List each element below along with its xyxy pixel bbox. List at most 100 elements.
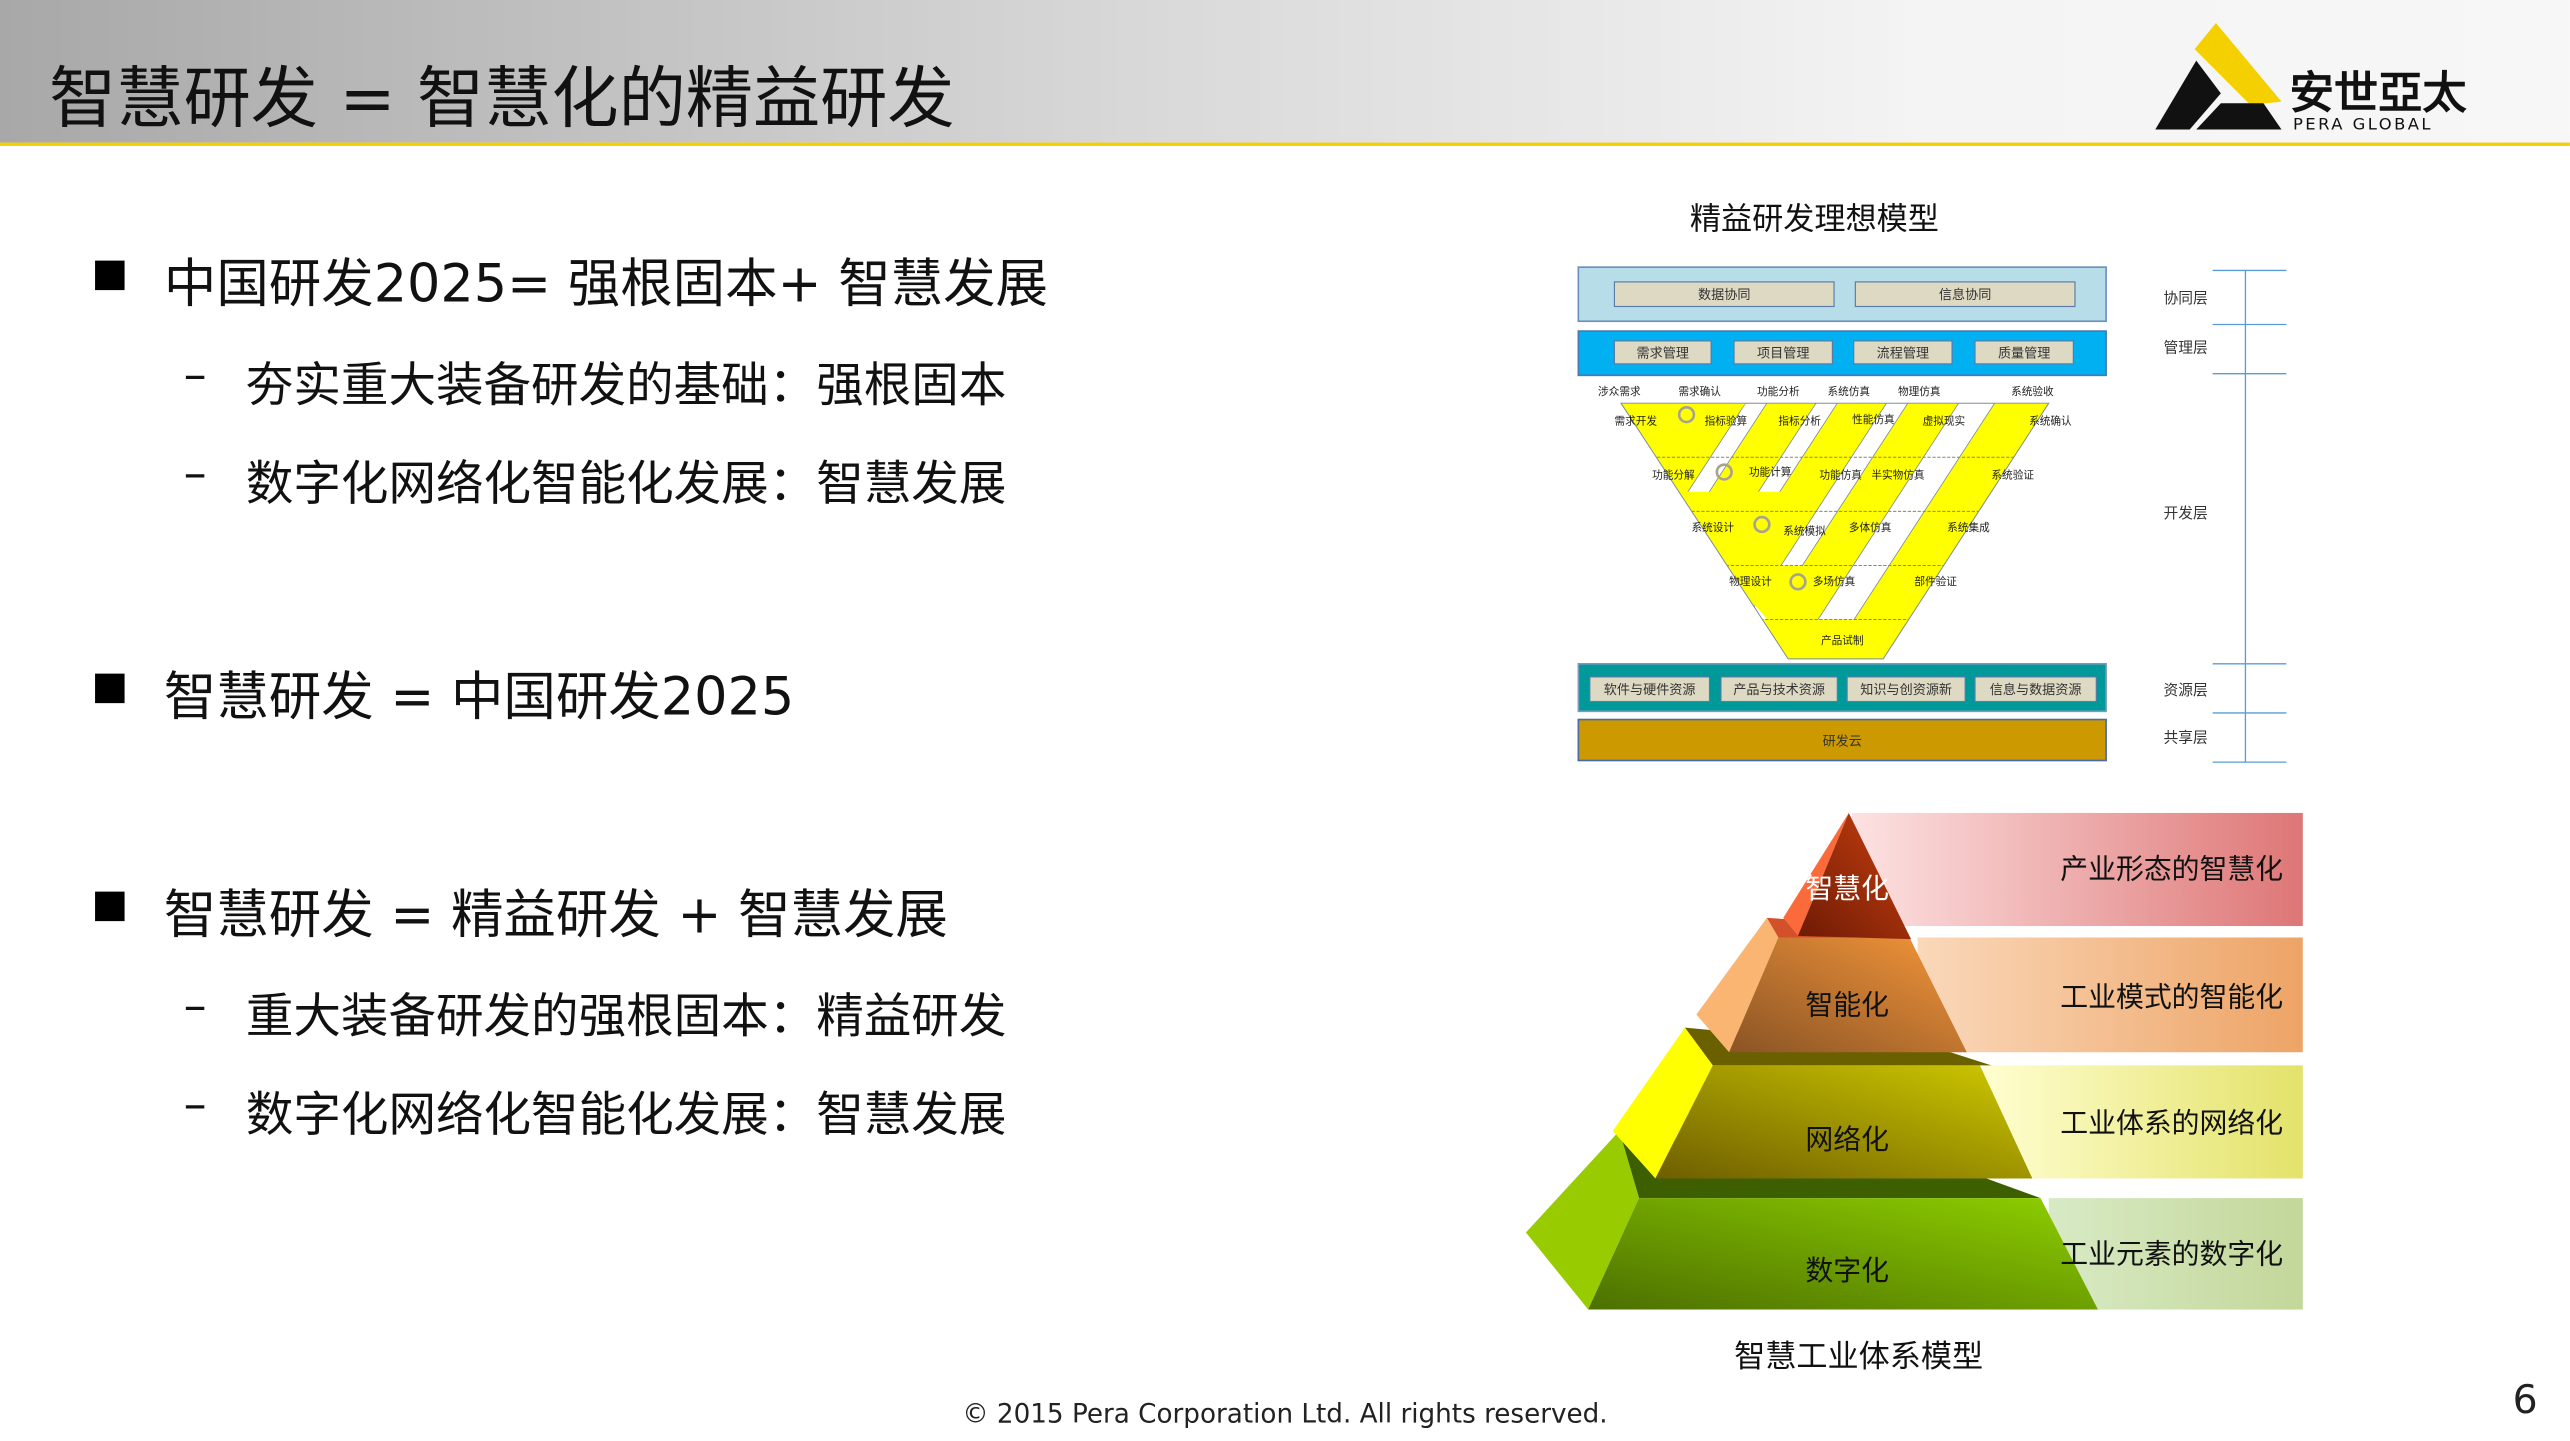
v-cell-label: 性能仿真	[1852, 413, 1895, 426]
logo-yellow-mark	[2194, 22, 2282, 105]
resource-item-box	[1589, 676, 1711, 703]
v-cell-label: 指标分析	[1778, 415, 1821, 428]
bullet-1-text: 中国研发2025= 强根固本+ 智慧发展	[163, 252, 1049, 315]
vmodel-title: 精益研发理想模型	[1690, 201, 1939, 237]
v-stripe-gap	[1787, 403, 1996, 659]
bullet-3-sub-1: 重大装备研发的强根固本：精益研发	[245, 988, 1007, 1045]
v-cell-label: 系统验证	[1991, 469, 2034, 482]
company-logo: 安世亞太 PERA GLOBAL	[2155, 22, 2468, 133]
logo-en-text: PERA GLOBAL	[2293, 114, 2433, 133]
copyright: © 2015 Pera Corporation Ltd. All rights …	[962, 1398, 1608, 1430]
tier-networked-side	[1612, 1027, 1713, 1179]
tier-band-digital	[2048, 1198, 2303, 1310]
v-outline	[1620, 402, 2050, 660]
layer-label: 资源层	[2163, 682, 2207, 699]
mgmt-item-label: 项目管理	[1757, 345, 1809, 361]
bullet-1-sub-2: 数字化网络化智能化发展：智慧发展	[245, 455, 1007, 512]
rd-cloud-layer	[1577, 718, 2107, 762]
v-cell-label: 半实物仿真	[1871, 469, 1925, 482]
tier-intelligent-front	[1729, 937, 1967, 1053]
layer-label: 协同层	[2163, 290, 2207, 307]
tier-label-intelligent: 智能化	[1805, 989, 1889, 1022]
layer-bracket	[2212, 269, 2287, 763]
header-divider	[0, 142, 2570, 146]
v-top-label: 系统仿真	[1828, 385, 1871, 398]
iteration-loop-icon	[1715, 463, 1733, 481]
v-cell-label: 多体仿真	[1849, 521, 1892, 534]
v-cell-label: 功能计算	[1749, 465, 1792, 478]
mgmt-item-label: 流程管理	[1877, 345, 1929, 361]
tier-band-intelligent	[1917, 937, 2303, 1053]
v-cell-label: 指标验算	[1705, 415, 1748, 428]
v-cell-label: 系统集成	[1947, 521, 1990, 534]
tier-desc-intelligent: 工业模式的智能化	[2060, 980, 2283, 1013]
iteration-loop-icon	[1789, 573, 1807, 591]
resource-item-label: 信息与数据资源	[1990, 681, 2082, 698]
v-top-label: 系统验收	[2011, 385, 2054, 398]
header-bar	[0, 0, 2570, 143]
v-cell-label: 需求开发	[1614, 415, 1657, 428]
iteration-loop-icon	[1677, 405, 1696, 424]
v-top-label: 功能分析	[1757, 385, 1800, 398]
tier-digital-side	[1525, 1130, 1639, 1310]
tier-label-digital: 数字化	[1805, 1254, 1889, 1287]
dash-icon: –	[183, 1076, 207, 1131]
logo-cn-text: 安世亞太	[2290, 68, 2468, 119]
v-left-wedge	[1720, 565, 1844, 623]
collab-item-box	[1613, 281, 1835, 308]
tier-networked-front	[1655, 1065, 2033, 1179]
mgmt-item-box	[1733, 340, 1833, 365]
logo-black-leg	[2155, 60, 2221, 130]
tier-band-networked	[1983, 1065, 2303, 1179]
bullet-1-sub-1: 夯实重大装备研发的基础：强根固本	[245, 357, 1007, 414]
logo-black-base	[2196, 103, 2282, 130]
bullet-square-icon	[95, 891, 125, 922]
v-cell-label: 功能分解	[1652, 469, 1695, 482]
layer-label: 共享层	[2163, 729, 2207, 746]
bullet-3-text: 智慧研发 = 精益研发 + 智慧发展	[163, 883, 948, 946]
tier-band-smart	[1852, 812, 2303, 927]
bullet-3-sub-2: 数字化网络化智能化发展：智慧发展	[245, 1086, 1007, 1143]
pyramid-caption: 智慧工业体系模型	[1734, 1339, 1983, 1375]
layer-label: 开发层	[2163, 505, 2207, 522]
resource-item-box	[1720, 676, 1838, 703]
page-number: 6	[2512, 1376, 2538, 1423]
dash-icon: –	[183, 445, 207, 500]
v-cell-label: 系统确认	[2029, 415, 2072, 428]
mgmt-item-label: 需求管理	[1637, 345, 1689, 361]
iteration-loop-icon	[1753, 515, 1771, 534]
mgmt-item-box	[1613, 340, 1712, 365]
bullet-2-text: 智慧研发 = 中国研发2025	[163, 665, 795, 728]
v-cell-label: 虚拟现实	[1923, 415, 1966, 428]
dash-icon: –	[183, 347, 207, 402]
v-left-wedge	[1620, 403, 1746, 492]
v-cell-label: 系统模拟	[1783, 524, 1826, 537]
v-cell-label: 物理设计	[1729, 575, 1772, 588]
tier-intelligent-side	[1696, 917, 1779, 1053]
resource-item-box	[1974, 676, 2097, 703]
resource-item-box	[1846, 676, 1966, 703]
collab-item-label: 数据协同	[1698, 287, 1750, 303]
v-cell-label: 多场仿真	[1813, 575, 1856, 588]
v-cell-label: 系统设计	[1691, 521, 1734, 534]
v-cell-label: 部件验证	[1914, 575, 1957, 588]
page-title: 智慧研发 = 智慧化的精益研发	[49, 59, 955, 138]
resource-item-label: 软件与硬件资源	[1604, 682, 1696, 698]
tier-desc-networked: 工业体系的网络化	[2060, 1107, 2283, 1140]
tier-digital-front	[1588, 1198, 2098, 1310]
bullet-square-icon	[95, 260, 125, 291]
tier-smart-front	[1797, 812, 1912, 940]
tier-desc-smart: 产业形态的智慧化	[2060, 853, 2283, 886]
tier-desc-digital: 工业元素的数字化	[2060, 1238, 2283, 1271]
v-cell-label: 产品试制	[1821, 634, 1864, 647]
layer-label: 管理层	[2163, 339, 2207, 356]
rd-cloud-label: 研发云	[1823, 734, 1862, 750]
tier-label-smart: 智慧化	[1805, 872, 1889, 905]
bullet-square-icon	[95, 673, 125, 704]
dash-icon: –	[183, 978, 207, 1033]
collab-item-label: 信息协同	[1939, 286, 1991, 303]
v-top-label: 涉众需求	[1598, 385, 1641, 398]
